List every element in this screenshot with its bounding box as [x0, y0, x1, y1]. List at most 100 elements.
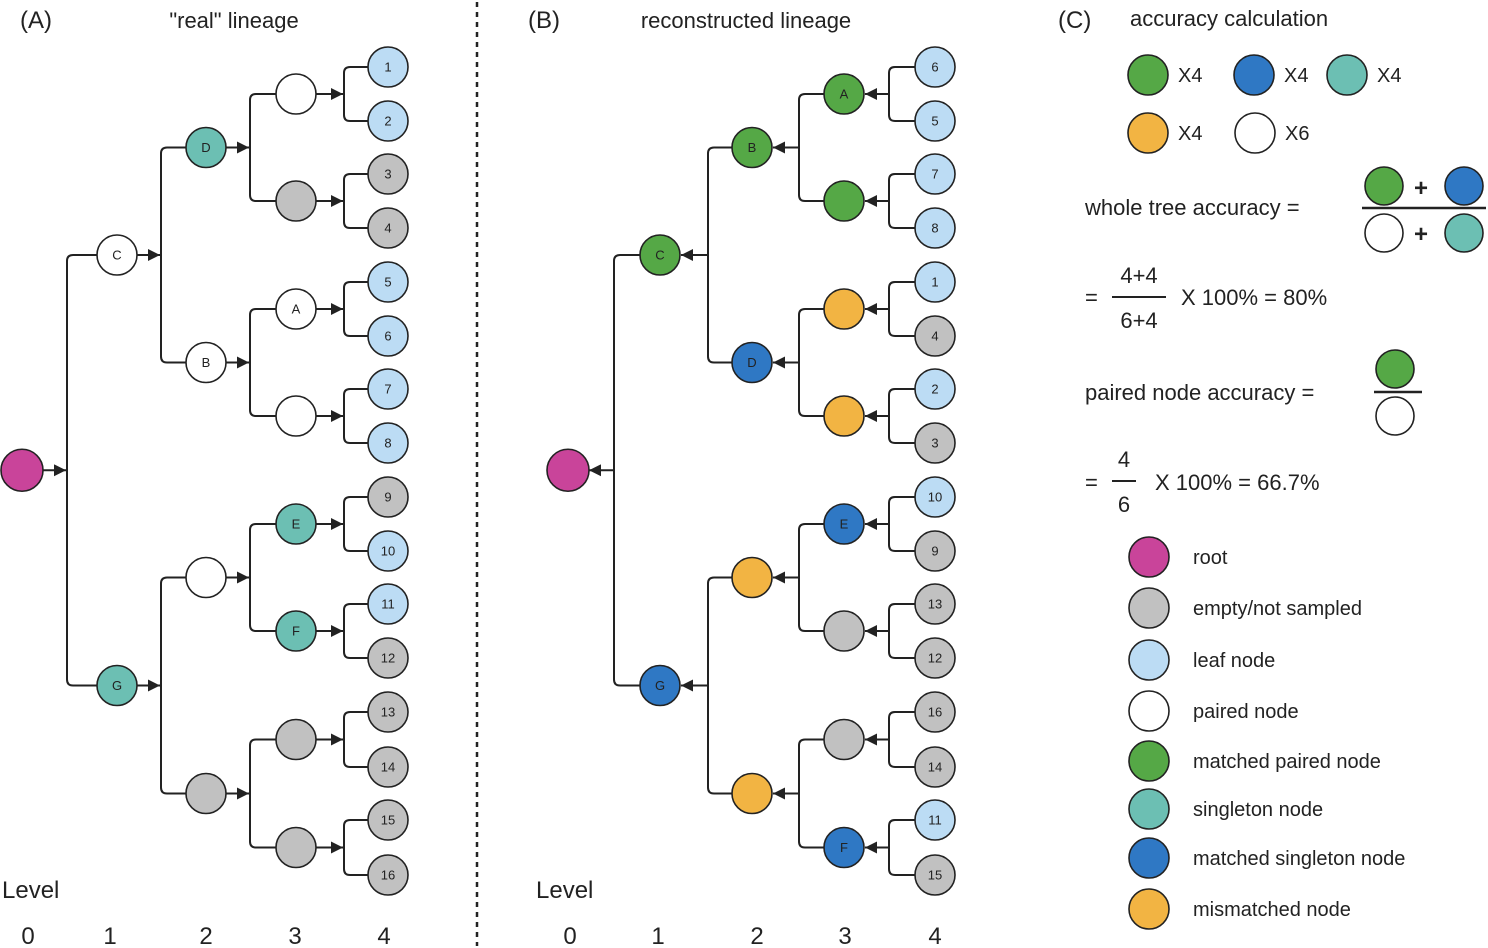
branch-edge — [249, 738, 276, 849]
tree-b-l4-node-label: 15 — [928, 868, 942, 883]
branch-edge — [343, 711, 368, 768]
branch-edge — [249, 93, 276, 202]
formula-matched-singleton-node — [1444, 166, 1484, 206]
branch-edge — [707, 146, 732, 364]
tree-a-l4-node — [367, 368, 409, 410]
tree-b-l1-node-label: C — [655, 248, 664, 263]
legend-label: singleton node — [1193, 799, 1323, 821]
legend-label: root — [1193, 547, 1228, 569]
tree-a-l4-node — [367, 691, 409, 733]
legend-label: empty/not sampled — [1193, 598, 1362, 620]
tree-b-l4-node-label: 14 — [928, 760, 942, 775]
branch-edge — [343, 281, 368, 337]
branch-edge — [888, 281, 915, 337]
panel-a-title: "real" lineage — [169, 8, 298, 33]
branch-edge — [160, 146, 186, 364]
count-paired-node — [1234, 112, 1276, 154]
branch-edge — [798, 738, 824, 849]
tree-b-l4-node — [914, 100, 956, 142]
tree-b-l4-node — [914, 368, 956, 410]
tree-a-l4-node — [367, 583, 409, 625]
branch-edge — [343, 496, 368, 552]
tree-a-l2-node — [185, 556, 227, 599]
legend-label: matched singleton node — [1193, 848, 1405, 870]
level-label-b: Level — [536, 877, 593, 904]
tree-a-l4-node — [367, 476, 409, 518]
tree-a-l4-node-label: 12 — [381, 651, 395, 666]
tree-b-l4-node-label: 1 — [931, 275, 938, 290]
tree-b-l3-node — [823, 826, 865, 869]
eq1-numerator: 4+4 — [1120, 263, 1157, 288]
branch-edge — [707, 576, 732, 795]
panel-c-title: accuracy calculation — [1130, 6, 1328, 31]
tree-a-l3-node — [275, 826, 317, 869]
tree-b-l3-node-label: E — [840, 517, 849, 532]
tree-a-l4-node — [367, 530, 409, 572]
paired-node-accuracy-label: paired node accuracy = — [1085, 380, 1314, 405]
tree-b-l4-node — [914, 746, 956, 788]
tree-a-l3-node-label: E — [292, 517, 301, 532]
branch-edge — [343, 388, 368, 444]
tree-a-l4-node-label: 2 — [384, 114, 391, 129]
tree-a-l4-node — [367, 261, 409, 303]
tree-a-l2-node-label: B — [202, 355, 211, 370]
whole-tree-accuracy-label: whole tree accuracy = — [1084, 195, 1300, 220]
tree-a-l4-node-label: 8 — [384, 436, 391, 451]
tree-b-l3-node — [823, 180, 865, 222]
tree-a-l3-node — [275, 288, 317, 330]
tree-b-l4-node — [914, 583, 956, 625]
tree-b-l4-node — [914, 261, 956, 303]
root-node — [0, 448, 44, 493]
legend-matched-singleton-swatch — [1128, 837, 1170, 879]
branch-edge — [888, 711, 915, 768]
count-text: X4 — [1178, 65, 1202, 87]
tree-b-l4-node — [914, 691, 956, 733]
branch-edge — [343, 173, 368, 229]
tree-a-l4-node — [367, 799, 409, 841]
tree-b-l3-node — [823, 503, 865, 545]
level-number: 1 — [103, 923, 116, 948]
tree-a-l1-node — [96, 664, 138, 707]
branch-edge — [160, 576, 186, 795]
branch-edge — [798, 308, 824, 417]
branch-edge — [888, 496, 915, 552]
eq1-denominator: 6+4 — [1120, 308, 1157, 333]
tree-b-l3-node — [823, 73, 865, 115]
tree-b-l3-node — [823, 610, 865, 652]
legend-root-swatch — [1128, 536, 1170, 578]
equals-sign: = — [1085, 285, 1098, 310]
legend-label: matched paired node — [1193, 751, 1381, 773]
branch-edge — [343, 603, 368, 659]
tree-b-l2-node-label: B — [748, 140, 757, 155]
level-label-a: Level — [2, 877, 59, 904]
tree-b-l2-node-label: D — [747, 355, 756, 370]
count-text: X4 — [1284, 65, 1308, 87]
tree-a-l3-node — [275, 718, 317, 761]
tree-a-l3-node-label: A — [292, 302, 301, 317]
tree-b-l2-node — [731, 341, 773, 384]
tree-a-l2-node — [185, 126, 227, 169]
tree-a-l1-node-label: G — [112, 678, 122, 693]
formula-paired-node — [1364, 213, 1404, 253]
tree-b-l1-node — [639, 234, 681, 276]
tree-b-l3-node-label: F — [840, 840, 848, 855]
tree-a-l4-node-label: 16 — [381, 868, 395, 883]
tree-a-l4-node-label: 15 — [381, 813, 395, 828]
eq2-numerator: 4 — [1118, 447, 1130, 472]
tree-a-l3-node — [275, 610, 317, 652]
count-singleton-node — [1326, 54, 1368, 96]
tree-a-l4-node — [367, 153, 409, 195]
eq2-result: X 100% = 66.7% — [1155, 470, 1320, 495]
legend-empty-swatch — [1128, 587, 1170, 629]
tree-b-l4-node-label: 7 — [931, 167, 938, 182]
tree-a-l4-node-label: 10 — [381, 544, 395, 559]
tree-a-l4-node-label: 7 — [384, 382, 391, 397]
count-text: X4 — [1178, 123, 1202, 145]
branch-edge — [888, 173, 915, 229]
tree-b-l4-node-label: 10 — [928, 490, 942, 505]
tree-a-l4-node — [367, 854, 409, 896]
